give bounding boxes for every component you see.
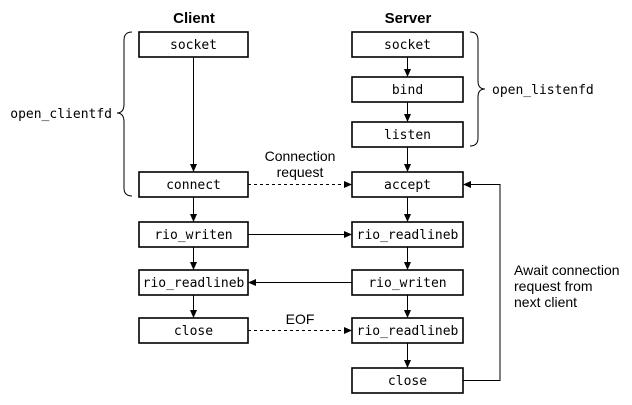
- await-label-line1: Await connection: [514, 262, 620, 278]
- client-header: Client: [173, 10, 215, 27]
- server-listen-box: listen: [351, 121, 464, 148]
- server-rio-readlineb-2-label: rio_readlineb: [357, 324, 459, 339]
- server-bind-box: bind: [351, 76, 464, 103]
- server-socket-box: socket: [351, 31, 464, 58]
- open-listenfd-brace: [469, 31, 486, 147]
- client-rio-readlineb-box: rio_readlineb: [138, 269, 249, 296]
- connection-request-label-line2: request: [277, 164, 324, 180]
- server-rio-readlineb-2-box: rio_readlineb: [351, 317, 464, 344]
- open-clientfd-brace: [116, 31, 133, 197]
- eof-label: EOF: [286, 311, 315, 327]
- client-close-label: close: [174, 324, 213, 339]
- server-close-label: close: [388, 374, 427, 389]
- server-accept-box: accept: [351, 171, 464, 198]
- server-header: Server: [385, 10, 432, 27]
- connection-request-label-line1: Connection: [265, 148, 336, 164]
- client-close-box: close: [138, 317, 249, 344]
- client-connect-label: connect: [166, 178, 221, 193]
- server-rio-writen-box: rio_writen: [351, 269, 464, 296]
- client-rio-readlineb-label: rio_readlineb: [143, 276, 245, 291]
- open-listenfd-label: open_listenfd: [492, 83, 594, 98]
- server-listen-label: listen: [384, 128, 431, 143]
- await-label-line3: next client: [514, 294, 577, 310]
- await-label-line2: request from: [514, 278, 593, 294]
- client-socket-box: socket: [138, 31, 249, 58]
- server-accept-label: accept: [384, 178, 431, 193]
- server-close-box: close: [351, 367, 464, 394]
- server-bind-label: bind: [392, 83, 423, 98]
- client-connect-box: connect: [138, 171, 249, 198]
- client-socket-label: socket: [170, 38, 217, 53]
- server-socket-label: socket: [384, 38, 431, 53]
- client-rio-writen-label: rio_writen: [154, 228, 232, 243]
- server-rio-readlineb-label: rio_readlineb: [357, 228, 459, 243]
- server-rio-writen-label: rio_writen: [368, 276, 446, 291]
- arrow-loop-close-to-accept: [463, 181, 501, 381]
- server-rio-readlineb-box: rio_readlineb: [351, 221, 464, 248]
- client-rio-writen-box: rio_writen: [138, 221, 249, 248]
- open-clientfd-label: open_clientfd: [10, 107, 112, 122]
